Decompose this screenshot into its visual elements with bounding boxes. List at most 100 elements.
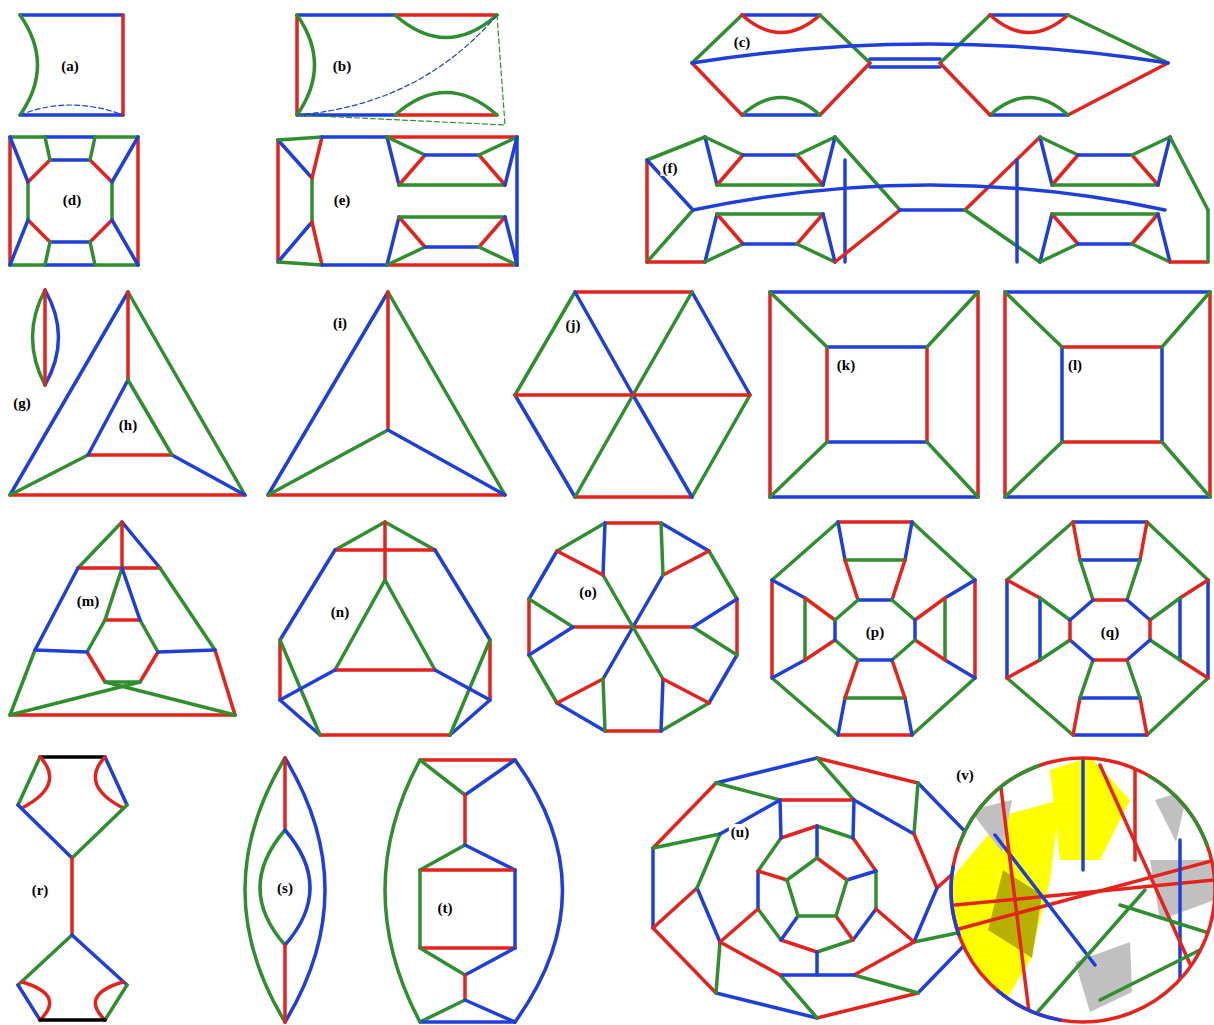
graph-edge (716, 783, 780, 800)
graph-edge (20, 15, 38, 115)
graph-edge (8, 137, 12, 265)
graph-edge (927, 442, 978, 497)
figure-label: (r) (30, 882, 51, 898)
graph-edge (10, 137, 28, 182)
graph-edge (529, 599, 573, 627)
graph-edge (122, 568, 140, 620)
graph-edge (1007, 660, 1040, 678)
graph-edge (105, 682, 235, 715)
figure-label: (f) (661, 160, 680, 176)
graph-edge (914, 834, 937, 888)
figure-label: (e) (332, 192, 353, 208)
graph-edge (1080, 660, 1093, 698)
graph-edge (310, 178, 314, 222)
graph-edge (283, 758, 287, 830)
graph-edge (395, 93, 497, 116)
graph-edge (388, 430, 505, 495)
graph-edge (1060, 347, 1064, 442)
graph-edge (95, 982, 123, 1020)
edge-gadget (705, 214, 835, 262)
graph-edge (693, 599, 737, 627)
graph-edge (817, 826, 853, 838)
graph-edge (838, 520, 912, 524)
figure-label: (p) (864, 624, 886, 640)
graph-edge (1005, 442, 1062, 497)
graph-edge (28, 160, 50, 182)
graph-edge (716, 758, 817, 783)
graph-edge (927, 292, 978, 347)
edge-gadget (387, 217, 517, 265)
graph-edge (692, 395, 750, 497)
graph-edge (758, 909, 781, 940)
graph-edge (838, 522, 845, 560)
graph-edge (692, 63, 742, 115)
graph-edge (803, 598, 807, 660)
graph-edge (465, 760, 515, 795)
graph-edge (160, 568, 215, 650)
graph-edge (1120, 905, 1214, 935)
graph-edge (335, 548, 435, 552)
graph-edge (515, 760, 563, 1022)
graph-edge (388, 292, 505, 495)
graph-edge (1007, 580, 1040, 598)
graph-edge (26, 182, 30, 220)
graph-edge (18, 985, 40, 1020)
graph-edge (817, 758, 854, 800)
edge-gadget (387, 137, 517, 185)
graph-edge (557, 679, 603, 703)
graph-edge (45, 290, 59, 385)
graph-edge (770, 580, 774, 678)
graph-edge (653, 888, 697, 928)
graph-edge (912, 522, 975, 580)
graph-edge (557, 523, 605, 551)
graph-edge (1007, 678, 1073, 735)
graph-edge (10, 493, 245, 497)
graph-edge (781, 826, 817, 838)
graph-edge (387, 135, 517, 139)
graph-edge (1150, 598, 1180, 620)
graph-edge (158, 650, 215, 652)
graph-edge (1005, 292, 1062, 347)
graph-edge (420, 758, 515, 762)
graph-edge (95, 757, 123, 808)
graph-edge (515, 395, 575, 497)
graph-edge (943, 598, 947, 660)
graph-edge (892, 560, 905, 600)
graph-edge (945, 580, 975, 598)
graph-edge (780, 975, 817, 1018)
graph-edge (758, 838, 781, 871)
graph-edge (295, 15, 299, 115)
graph-edge (845, 660, 858, 698)
graph-edge (420, 948, 465, 975)
graph-edge (633, 627, 663, 679)
graph-edge (661, 703, 709, 731)
graph-edge (780, 798, 854, 802)
graph-edge (836, 880, 847, 916)
graph-edge (1073, 733, 1147, 737)
graph-edge (693, 627, 737, 655)
graph-edge (18, 805, 72, 858)
graph-edge (18, 935, 72, 985)
figure-label: (b) (331, 58, 353, 74)
graph-edge (1040, 598, 1070, 620)
graph-edge (709, 551, 737, 599)
graph-edge (1180, 660, 1208, 678)
graph-edge (735, 599, 739, 655)
graph-edge (10, 455, 88, 495)
graph-edge (463, 975, 467, 1000)
graph-edge (78, 566, 160, 570)
graph-edge (105, 618, 140, 622)
graph-edge (515, 137, 519, 265)
graph-edge (420, 868, 515, 872)
graph-edge (529, 655, 557, 703)
graph-edge (10, 713, 235, 717)
figure-label: (k) (835, 357, 857, 373)
graph-edge (1073, 698, 1080, 735)
graph-edge (787, 858, 817, 880)
graph-edge (870, 57, 940, 61)
graph-edge (78, 522, 122, 568)
graph-edge (278, 640, 282, 700)
graph-edge (20, 105, 123, 115)
